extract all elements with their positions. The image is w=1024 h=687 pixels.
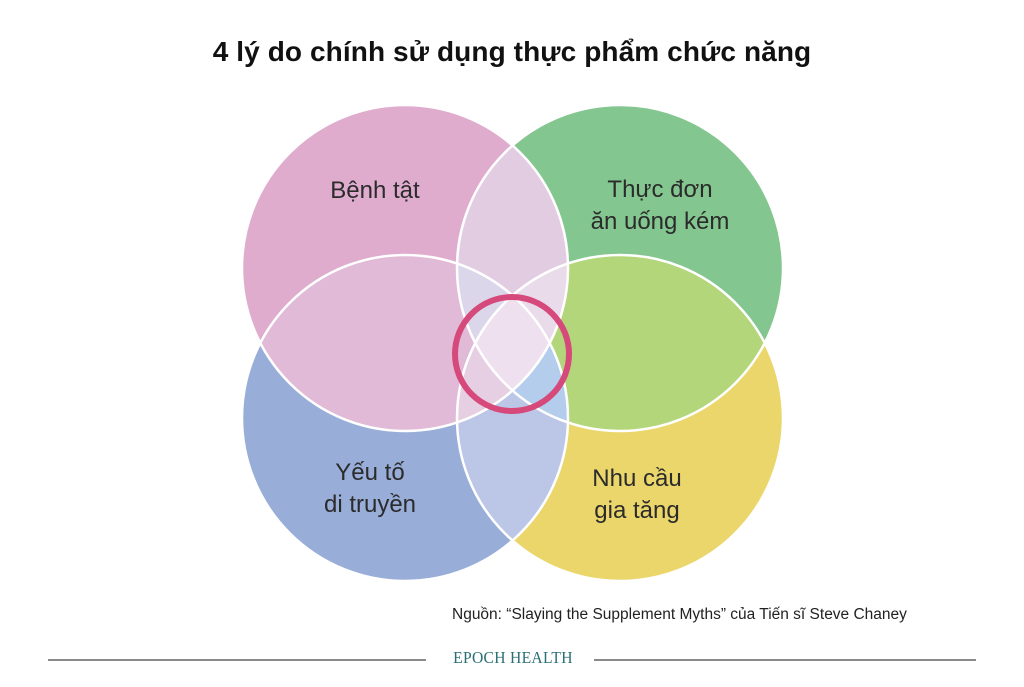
footer-divider-left xyxy=(48,659,426,661)
overlap-center xyxy=(457,255,568,431)
center-highlight-ring xyxy=(452,294,572,414)
label-poor-diet-line1: Thực đơn xyxy=(607,176,713,203)
label-increased-need-line1: Nhu cầu xyxy=(592,465,682,492)
label-disease-line1: Bệnh tật xyxy=(330,177,420,204)
label-poor-diet: Thực đơn ăn uống kém xyxy=(570,174,750,238)
label-genetics-line2: di truyền xyxy=(323,491,417,518)
label-increased-need: Nhu cầu gia tăng xyxy=(572,463,702,527)
label-genetics: Yếu tố di truyền xyxy=(290,457,450,521)
source-citation: Nguồn: “Slaying the Supplement Myths” củ… xyxy=(452,606,907,623)
label-genetics-line1: Yếu tố xyxy=(335,459,405,486)
chart-title: 4 lý do chính sử dụng thực phẩm chức năn… xyxy=(212,36,812,67)
circle-outlines xyxy=(240,103,785,583)
label-poor-diet-line2: ăn uống kém xyxy=(590,208,730,235)
epoch-health-logo: EPOCH HEALTH xyxy=(453,648,573,667)
label-disease: Bệnh tật xyxy=(290,175,460,207)
label-increased-need-line2: gia tăng xyxy=(594,497,680,524)
footer-divider-right xyxy=(594,659,976,661)
